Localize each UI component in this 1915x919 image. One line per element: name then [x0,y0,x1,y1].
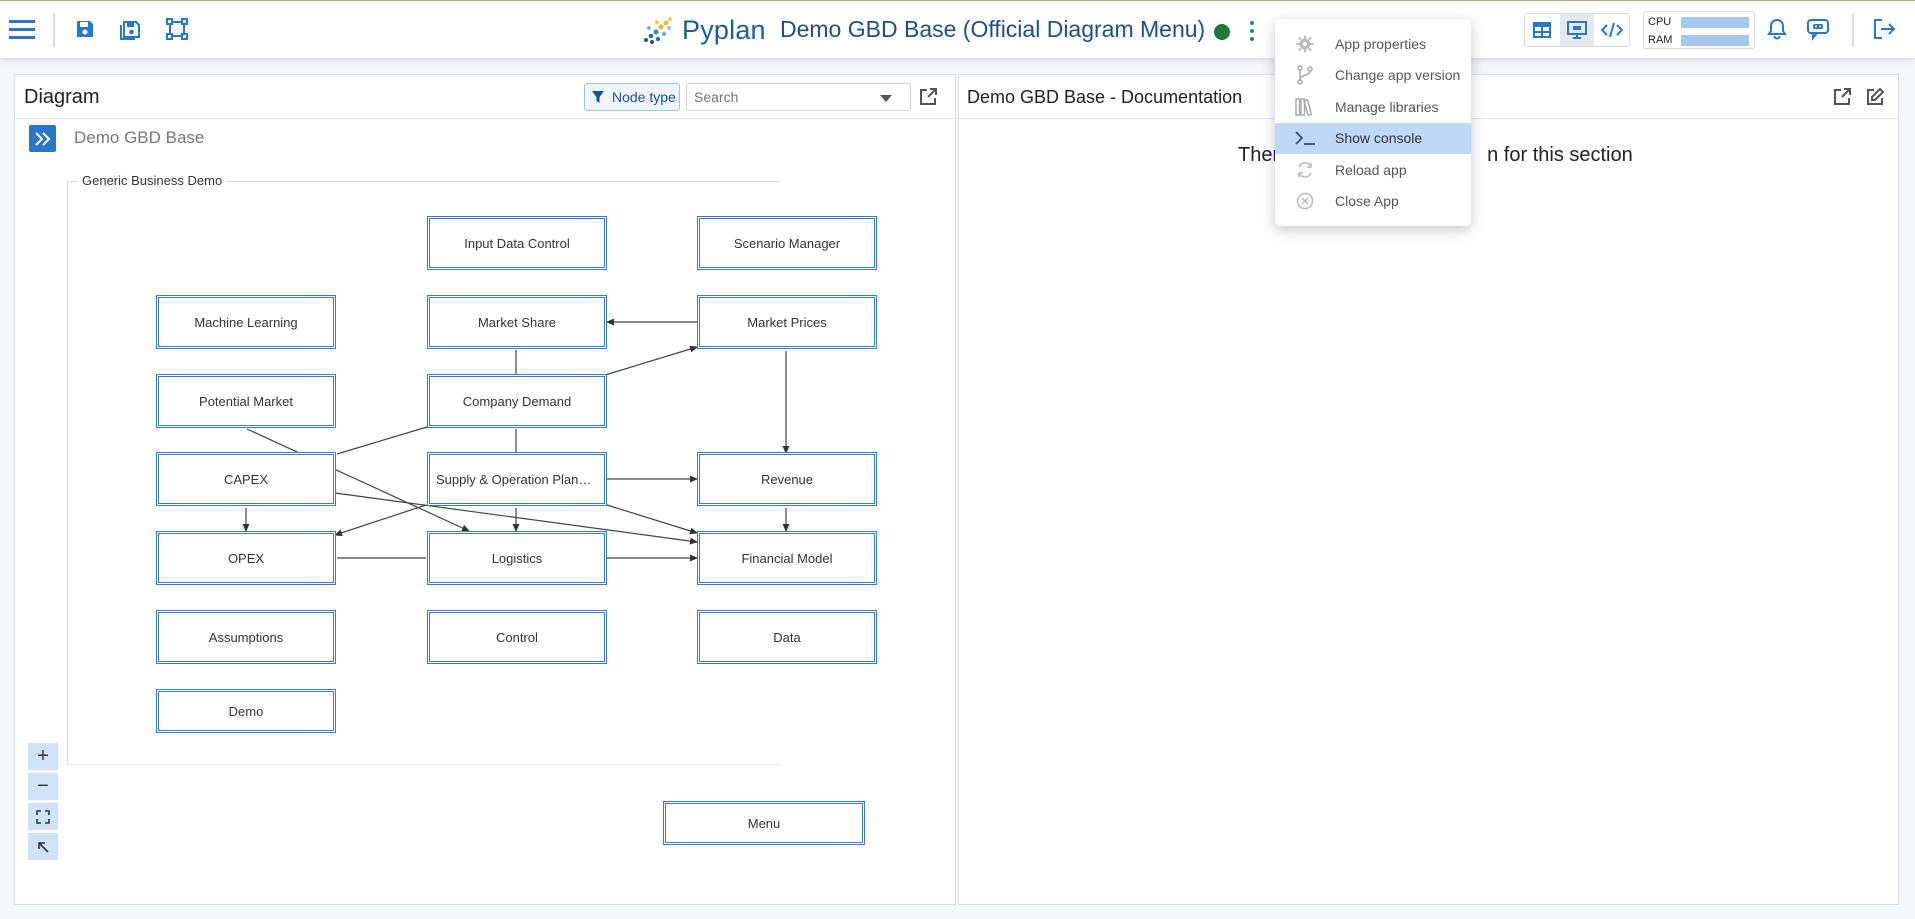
node-search-select[interactable] [686,83,911,111]
save-icon[interactable] [71,15,99,43]
node-control[interactable]: Control [427,610,607,664]
menu-item-label: Close App [1335,193,1399,210]
documentation-message-start: Ther [1238,144,1280,166]
status-indicator [1214,24,1230,40]
cpu-label: CPU [1648,16,1672,28]
menu-item-change-app-version[interactable]: Change app version [1275,60,1471,92]
pyplan-logo: Pyplan [640,13,766,47]
pyplan-logo-icon [644,17,672,44]
diagram-title: Diagram [24,86,100,108]
search-input[interactable] [694,89,874,105]
menu-item-label: Manage libraries [1335,98,1439,115]
cpu-usage-bar [1681,17,1749,28]
gear-icon [1293,34,1317,54]
node-menu[interactable]: Menu [663,801,865,845]
node-type-filter-button[interactable]: Node type [584,83,680,111]
node-scenario-manager[interactable]: Scenario Manager [697,216,877,270]
documentation-message-end: n for this section [1487,144,1633,166]
menu-item-reload-app[interactable]: Reload app [1275,154,1471,186]
open-external-icon[interactable] [918,87,938,107]
canvas-frame-icon[interactable] [163,15,191,43]
fullscreen-icon [36,809,50,824]
fit-screen-button[interactable] [28,803,58,830]
diagram-panel: Diagram Node type Demo GBD Base Generic … [14,74,956,905]
menu-item-label: Change app version [1335,67,1461,84]
node-market-share[interactable]: Market Share [427,295,607,349]
arrow-up-left-icon [38,841,49,853]
filter-icon [592,91,604,103]
chevron-down-icon[interactable] [880,95,892,102]
node-revenue[interactable]: Revenue [697,452,877,506]
node-demo[interactable]: Demo [156,689,336,733]
diagram-panel-header: Diagram Node type [15,75,955,119]
edit-icon[interactable] [1865,87,1885,107]
bell-icon[interactable] [1763,15,1791,43]
ram-usage-bar [1681,35,1749,46]
node-data[interactable]: Data [697,610,877,664]
reload-icon [1293,160,1317,180]
node-type-label: Node type [612,89,676,105]
node-input-data-control[interactable]: Input Data Control [427,216,607,270]
close-circle-icon [1293,191,1317,211]
node-supply-operation-planning[interactable]: Supply & Operation Planni... [427,452,607,506]
node-opex[interactable]: OPEX [156,531,336,585]
diagram-connectors [242,318,790,562]
table-view-icon[interactable] [1525,14,1560,46]
node-group-frame [67,181,780,765]
zoom-in-button[interactable]: + [28,743,58,770]
menu-item-app-properties[interactable]: App properties [1275,28,1471,60]
menu-item-label: Reload app [1335,161,1407,178]
documentation-title: Demo GBD Base - Documentation [967,87,1243,107]
menu-item-close-app[interactable]: Close App [1275,186,1471,218]
terminal-icon [1293,128,1317,148]
toolbar-divider [53,13,55,47]
toolbar-divider-right [1852,13,1854,47]
branch-icon [1293,65,1317,85]
menu-item-label: Show console [1335,130,1423,147]
zoom-out-button[interactable]: − [28,773,58,800]
app-title: Demo GBD Base (Official Diagram Menu) [780,16,1206,42]
reset-view-button[interactable] [28,833,58,860]
node-financial-model[interactable]: Financial Model [697,531,877,585]
top-bar: Pyplan Demo GBD Base (Official Diagram M… [0,0,1915,58]
hamburger-menu-icon[interactable] [8,15,36,43]
code-view-icon[interactable] [1594,14,1629,46]
node-assumptions[interactable]: Assumptions [156,610,336,664]
expand-sidebar-button[interactable] [29,125,56,152]
library-icon [1293,97,1317,117]
menu-item-label: App properties [1335,35,1427,52]
assistant-bot-icon[interactable] [1804,15,1832,43]
menu-item-show-console[interactable]: Show console [1275,122,1471,154]
node-logistics[interactable]: Logistics [427,531,607,585]
open-external-icon[interactable] [1832,87,1852,107]
node-capex[interactable]: CAPEX [156,452,336,506]
menu-item-manage-libraries[interactable]: Manage libraries [1275,91,1471,123]
view-mode-toggle [1524,13,1630,47]
logout-icon[interactable] [1870,15,1898,43]
double-chevron-right-icon [34,131,50,146]
node-company-demand[interactable]: Company Demand [427,374,607,428]
brand-name: Pyplan [682,14,766,45]
ram-label: RAM [1648,34,1673,46]
node-group-label: Generic Business Demo [78,173,227,188]
app-options-menu: App properties Change app version Manage… [1275,19,1471,226]
presentation-view-icon[interactable] [1559,14,1595,46]
save-as-icon[interactable] [117,15,145,43]
node-machine-learning[interactable]: Machine Learning [156,295,336,349]
resource-monitor: CPU RAM [1643,11,1755,49]
node-potential-market[interactable]: Potential Market [156,374,336,428]
breadcrumb: Demo GBD Base [74,128,205,147]
documentation-empty-message: Ther n for this section [1238,144,1633,167]
more-options-icon[interactable] [1243,18,1261,44]
node-market-prices[interactable]: Market Prices [697,295,877,349]
